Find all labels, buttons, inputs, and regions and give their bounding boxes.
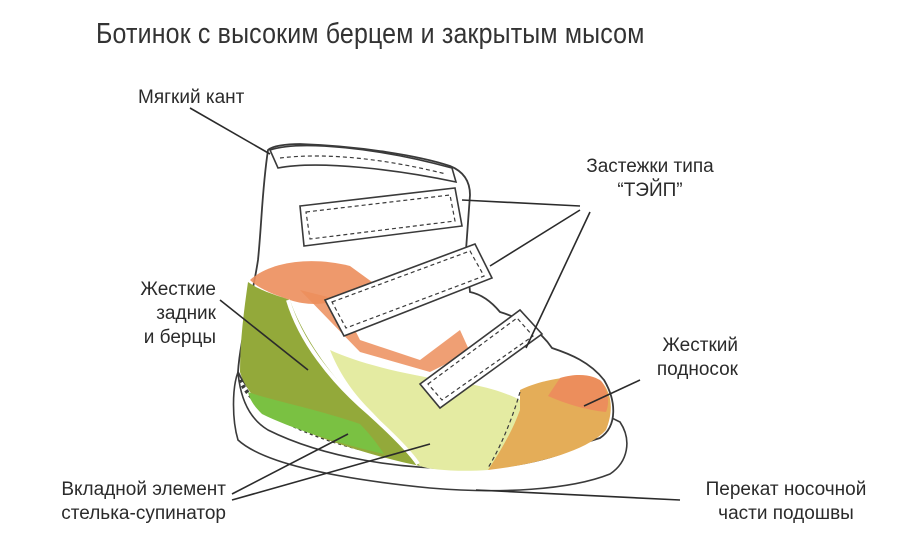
zone-divider-heel <box>286 299 420 466</box>
page-title: Ботинок с высоким берцем и закрытым мысо… <box>96 18 645 50</box>
strap-middle <box>323 242 494 338</box>
soft-collar <box>268 144 458 184</box>
leader-soft-edge <box>189 107 271 155</box>
strap-top <box>299 187 463 247</box>
toe-orange-zone <box>548 375 609 412</box>
label-insert-line2: стелька-супинатор <box>61 503 226 524</box>
label-toe-line2: подносок <box>656 359 738 380</box>
leader-fastener-bottom <box>525 211 591 349</box>
leader-insert-1 <box>231 433 349 495</box>
label-toe-roll: Перекат носочной части подошвы <box>676 478 896 526</box>
leader-heel <box>219 299 309 371</box>
zone-divider-toe <box>487 391 521 469</box>
label-toe-cap: Жесткий подносок <box>600 334 738 382</box>
label-roll-line2: части подошвы <box>718 503 854 524</box>
strap-bottom <box>418 308 544 410</box>
leader-insert-2 <box>231 443 431 501</box>
leader-toe <box>583 379 641 407</box>
label-roll-line1: Перекат носочной <box>705 479 867 500</box>
label-fasteners: Застежки типа “ТЭЙП” <box>560 155 740 203</box>
arch-support-zone <box>330 350 528 471</box>
label-fasteners-line1: Застежки типа <box>586 156 714 177</box>
leader-fastener-mid <box>489 209 581 267</box>
label-heel-counter: Жесткие задник и берцы <box>80 278 216 350</box>
leader-toe-roll <box>475 489 681 501</box>
insole-green-zone <box>248 392 384 454</box>
leader-fastener-top <box>461 199 581 207</box>
soft-collar-stitch <box>279 155 447 175</box>
label-heel-line2: задник <box>156 303 216 324</box>
label-toe-line1: Жесткий <box>662 335 738 356</box>
label-heel-line1: Жесткие <box>140 279 216 300</box>
label-heel-line3: и берцы <box>143 327 216 348</box>
label-soft-edge: Мягкий кант <box>138 87 245 108</box>
label-insert-line1: Вкладной элемент <box>61 479 226 500</box>
label-fasteners-line2: “ТЭЙП” <box>617 180 683 201</box>
label-insert: Вкладной элемент стелька-супинатор <box>20 478 226 526</box>
